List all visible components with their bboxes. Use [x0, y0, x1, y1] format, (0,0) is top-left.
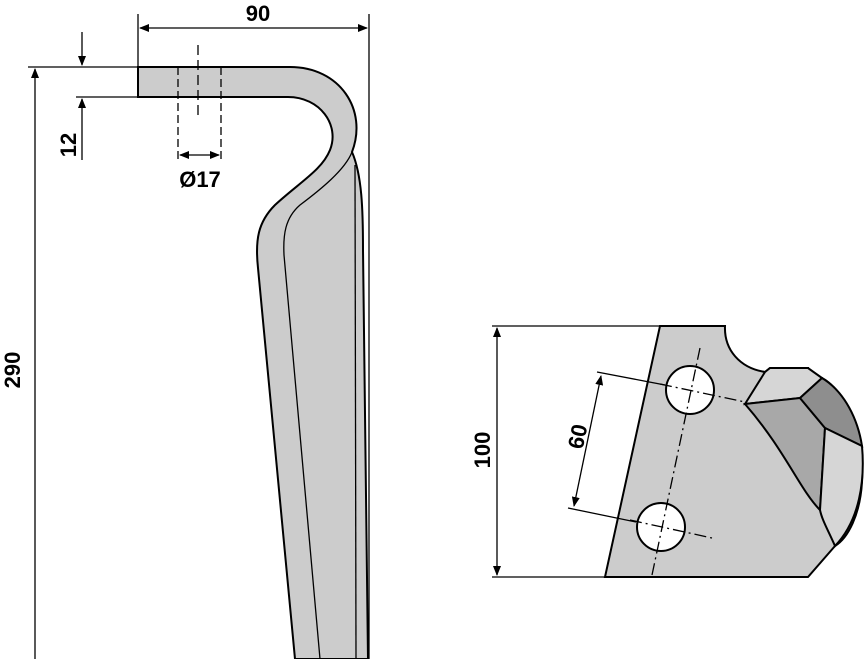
dimension-plate-height: 100 — [470, 325, 725, 578]
tine-side-view — [137, 66, 370, 659]
hole-hidden-lines — [177, 45, 222, 160]
tine-plate-view — [603, 325, 864, 578]
dimension-hole-spacing-label: 60 — [563, 422, 593, 451]
dimension-length: 290 — [0, 66, 138, 659]
dimension-length-label: 290 — [0, 352, 25, 389]
dimension-hole-spacing: 60 — [563, 371, 666, 523]
dimension-thickness-label: 12 — [56, 133, 81, 157]
dimension-hole-diameter: Ø17 — [179, 151, 221, 192]
dimension-width: 90 — [137, 1, 370, 659]
dimension-thickness: 12 — [56, 32, 138, 160]
dimension-width-label: 90 — [246, 1, 270, 26]
dimension-plate-height-label: 100 — [470, 432, 495, 469]
dimension-hole-diameter-label: Ø17 — [179, 167, 221, 192]
